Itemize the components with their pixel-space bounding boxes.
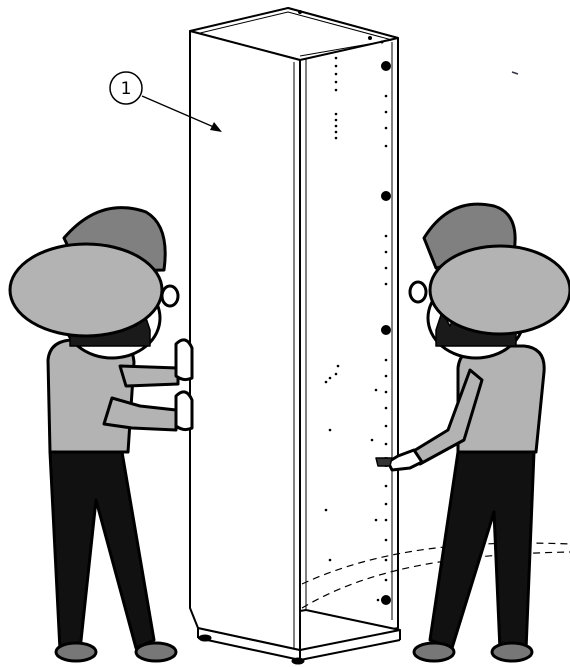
- left-person-cap-brim: [10, 244, 162, 336]
- cabinet-foot: [292, 658, 304, 664]
- left-person-hand: [176, 340, 192, 380]
- left-person-shoe: [56, 643, 96, 661]
- left-person-arm-lower: [104, 398, 176, 430]
- left-person-arm-upper: [120, 366, 178, 386]
- right-person-pants: [430, 452, 534, 650]
- right-person-shoe: [492, 643, 532, 661]
- right-person-shoe: [414, 643, 454, 661]
- left-person-shoe: [136, 643, 176, 661]
- left-person: [10, 208, 192, 661]
- callout-number: 1: [121, 79, 132, 99]
- right-person-ear: [410, 282, 426, 302]
- left-person-pants: [50, 452, 154, 650]
- right-person: [376, 204, 570, 661]
- cabinet-foot: [199, 635, 211, 641]
- left-person-hand: [176, 392, 192, 430]
- cabinet-frame: [190, 8, 400, 664]
- left-person-ear: [162, 286, 178, 306]
- right-person-cap-brim: [430, 246, 570, 334]
